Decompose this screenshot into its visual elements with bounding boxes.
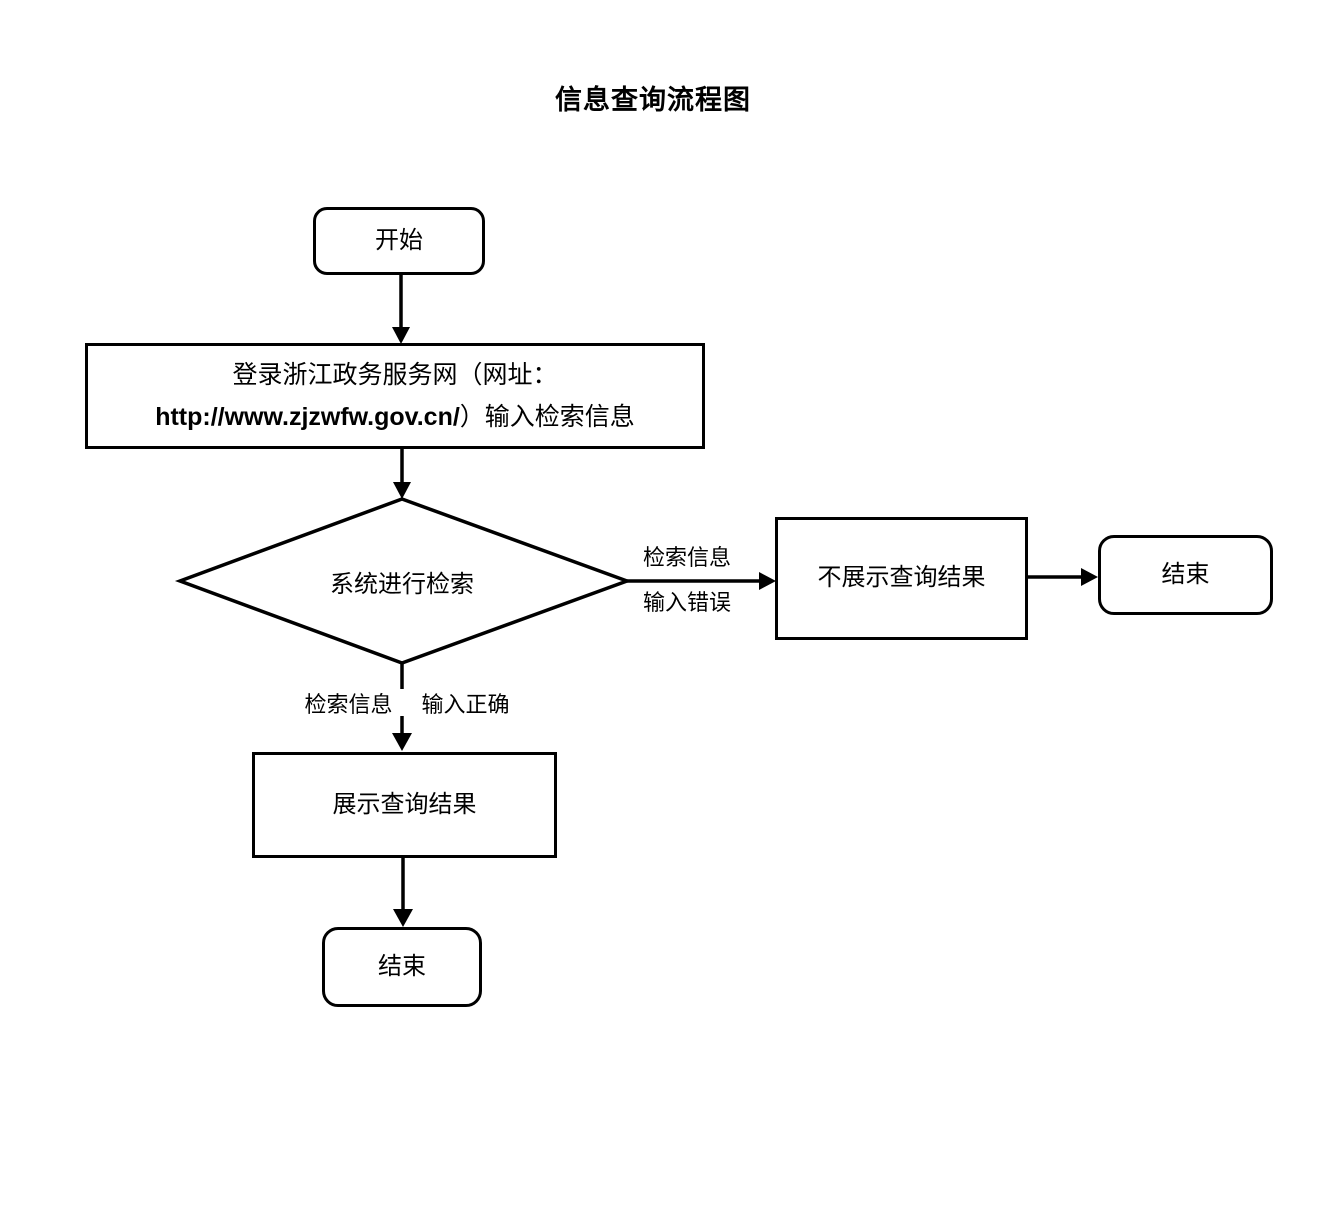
node-end-bottom: 结束: [322, 927, 482, 1007]
node-show-result: 展示查询结果: [252, 752, 557, 858]
node-start: 开始: [313, 207, 485, 275]
node-login-line1: 登录浙江政务服务网（网址：: [232, 361, 558, 389]
node-end-right: 结束: [1098, 535, 1273, 615]
edge-label-error-line1: 检索信息: [630, 542, 744, 570]
node-decision-search: 系统进行检索: [252, 561, 552, 601]
arrowhead-decision-to-noresult: [759, 572, 776, 590]
node-login-line2: http://www.zjzwfw.gov.cn/）输入检索信息: [155, 402, 635, 432]
edge-label-correct-line2: 输入正确: [409, 689, 522, 717]
node-login-line2-suffix: ）输入检索信息: [459, 403, 635, 431]
node-no-result-label: 不展示查询结果: [817, 564, 986, 592]
arrowhead-show-to-end: [393, 909, 413, 927]
node-end-right-label: 结束: [1161, 560, 1210, 588]
node-login-input: 登录浙江政务服务网（网址： http://www.zjzwfw.gov.cn/）…: [85, 343, 705, 449]
arrowhead-decision-to-show: [392, 733, 412, 751]
node-no-result: 不展示查询结果: [775, 517, 1028, 640]
arrowhead-start-to-login: [392, 327, 410, 344]
edge-label-error-line2: 输入错误: [630, 587, 744, 615]
node-decision-label: 系统进行检索: [330, 570, 474, 598]
node-end-bottom-label: 结束: [378, 952, 426, 980]
node-login-url: http://www.zjzwfw.gov.cn/: [155, 403, 460, 431]
edge-label-correct-line1: 检索信息: [292, 689, 405, 717]
page-title: 信息查询流程图: [555, 84, 751, 115]
arrowhead-login-to-decision: [393, 482, 411, 499]
node-start-label: 开始: [375, 226, 423, 254]
node-show-result-label: 展示查询结果: [332, 790, 477, 818]
arrowhead-noresult-to-end: [1081, 568, 1098, 586]
